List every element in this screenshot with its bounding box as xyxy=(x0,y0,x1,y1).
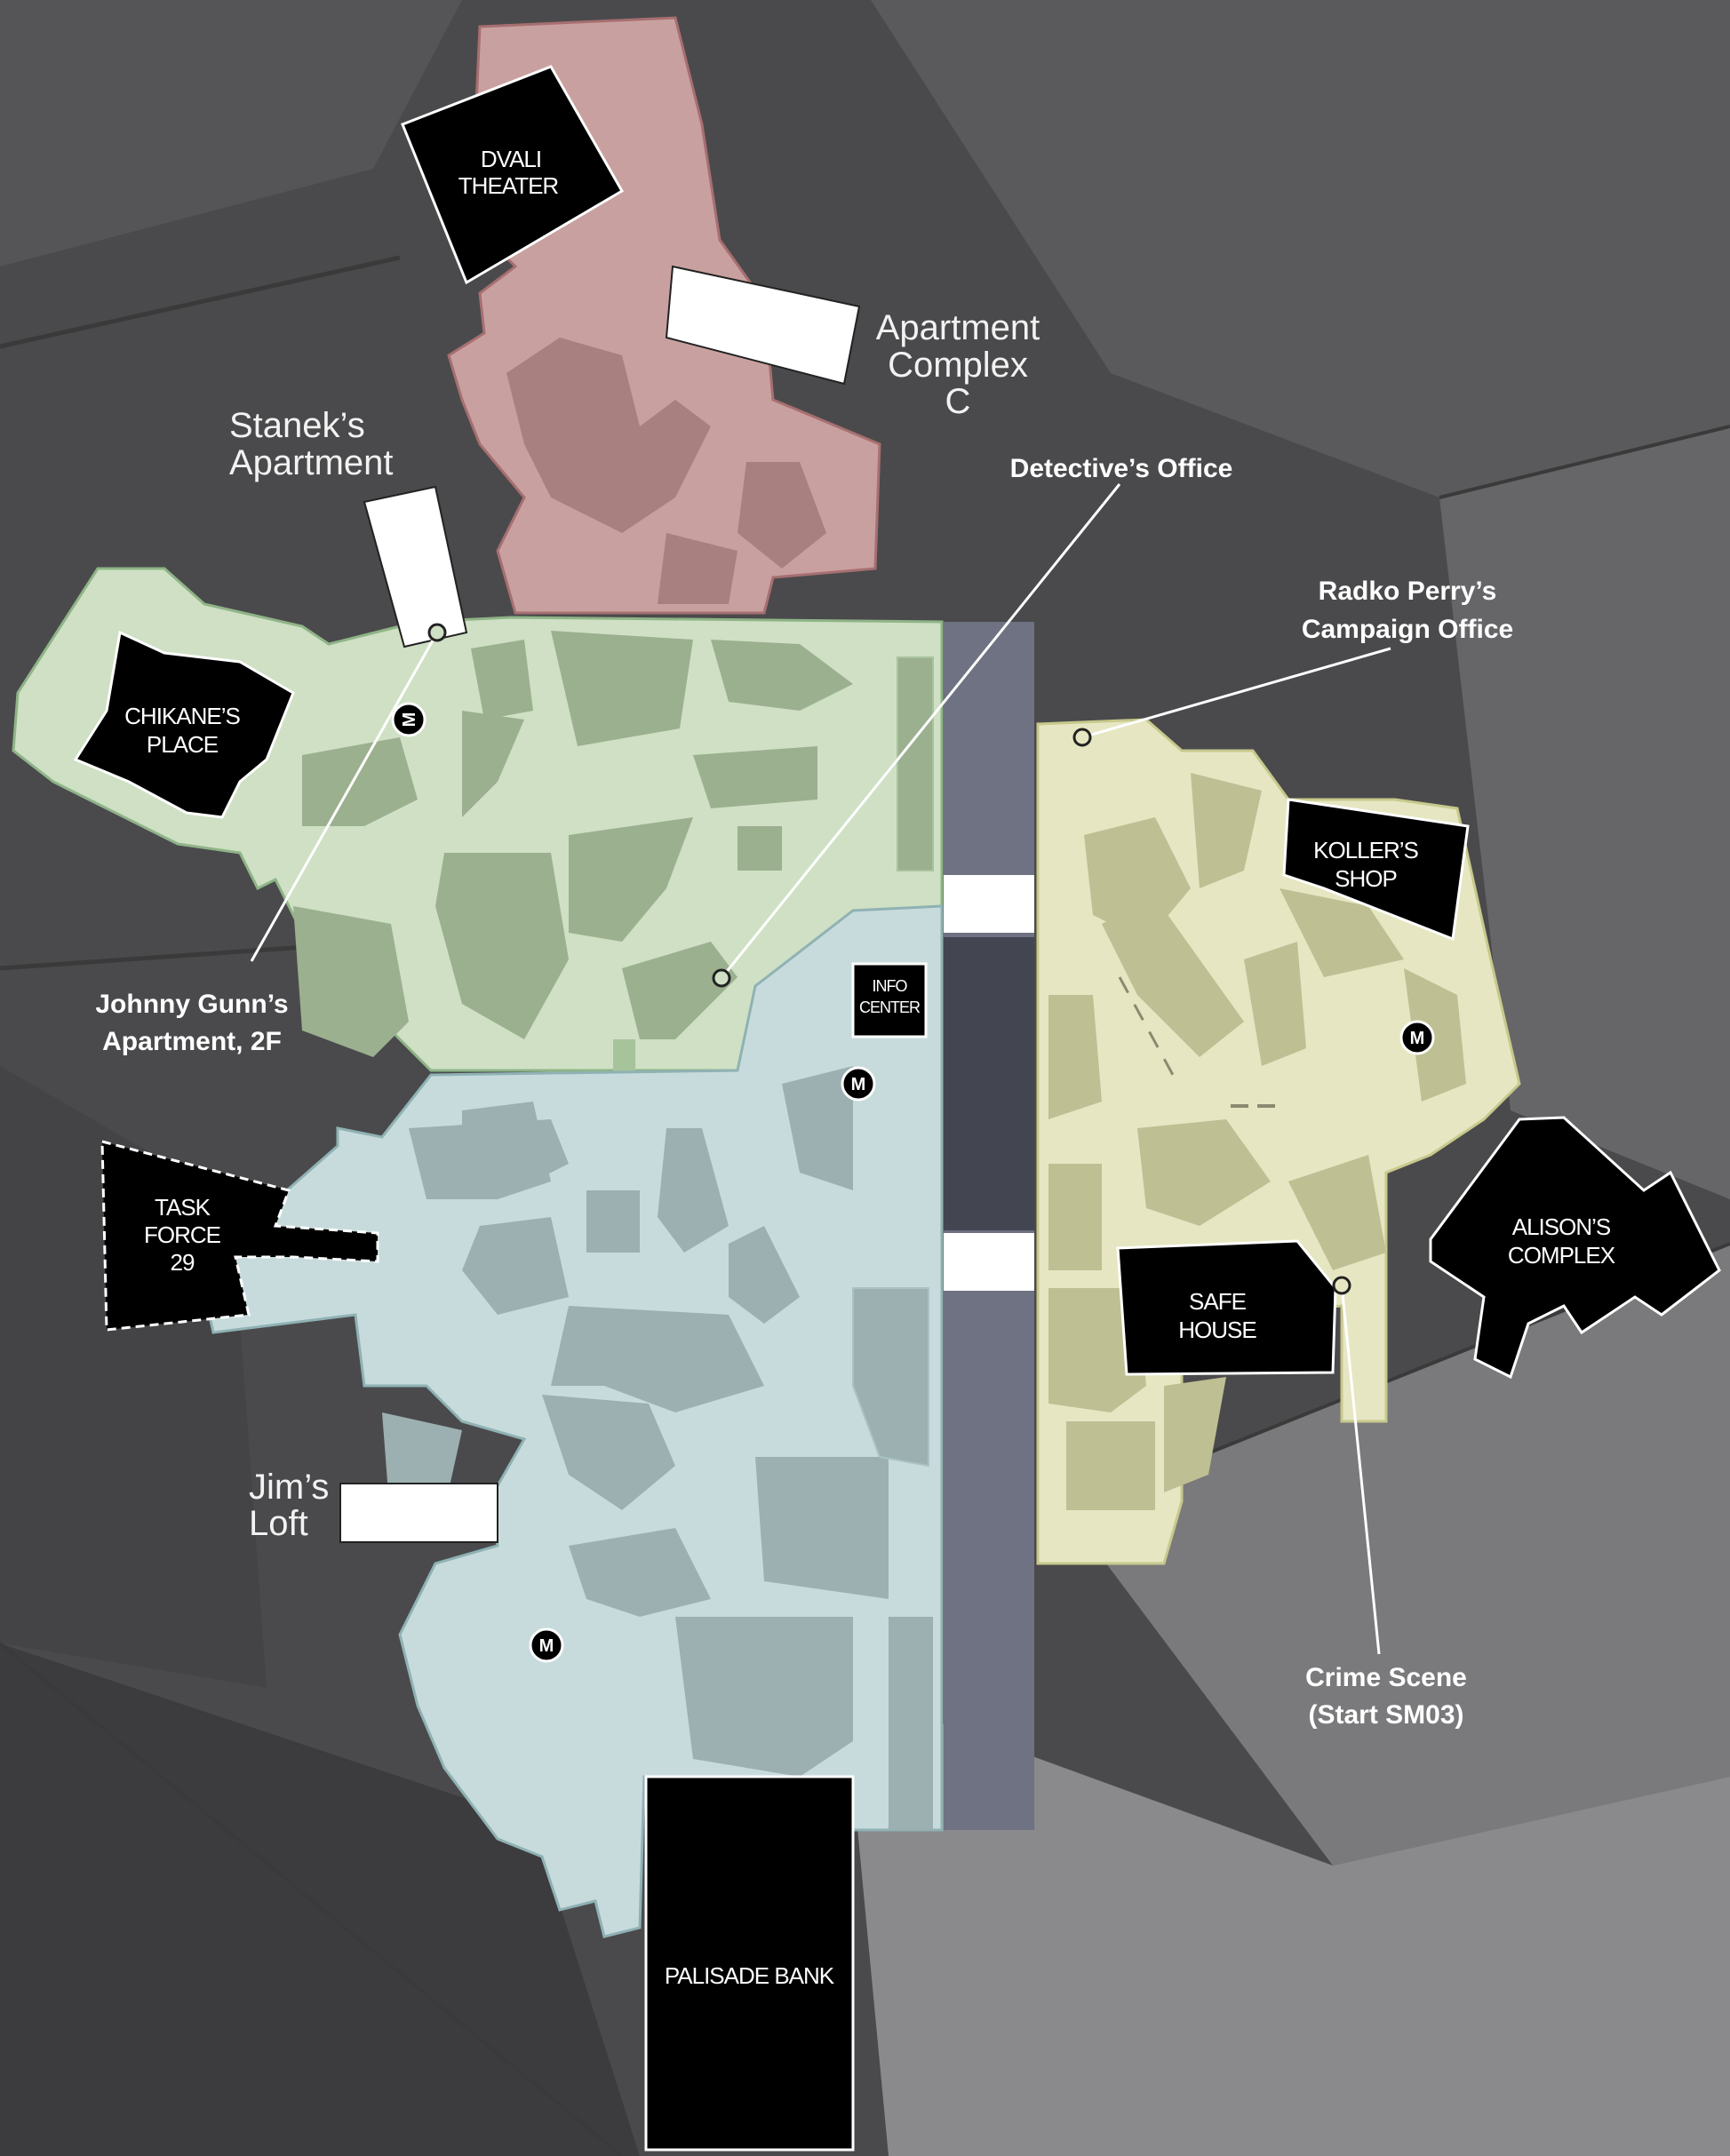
metro-icon[interactable]: M xyxy=(529,1627,564,1663)
metro-icon[interactable]: M xyxy=(841,1066,876,1102)
radko-perry-line-1: Radko Perry’s xyxy=(1319,577,1497,606)
johnny-gunn-line-1: Johnny Gunn’s xyxy=(95,990,288,1019)
metro-symbol: M xyxy=(539,1636,554,1656)
safe-house-label-1: SAFE xyxy=(1189,1288,1247,1315)
staneks-apartment-marker[interactable] xyxy=(363,485,468,648)
radko-perry-line-2: Campaign Office xyxy=(1302,615,1513,644)
dvali-theater-label-1: DVALI xyxy=(481,146,541,172)
apartment-complex-c-marker[interactable] xyxy=(665,265,861,386)
task-force-label-1: TASK xyxy=(155,1194,211,1221)
info-center-label-2: CENTER xyxy=(859,998,921,1016)
staneks-apartment-line-2: Apartment xyxy=(229,443,394,482)
metro-symbol: M xyxy=(851,1075,866,1094)
task-force-label-3: 29 xyxy=(171,1249,195,1276)
building-safe-house[interactable]: SAFE HOUSE xyxy=(1116,1239,1337,1376)
building-alisons-complex[interactable]: ALISON’S COMPLEX xyxy=(1429,1116,1721,1380)
district-south xyxy=(194,904,944,1938)
dvali-theater-label-2: THEATER xyxy=(458,172,559,199)
building-info-center[interactable]: INFO CENTER xyxy=(851,962,928,1038)
staneks-apartment-line-1: Stanek’s xyxy=(229,406,365,445)
jims-loft-line-1: Jim’s xyxy=(249,1468,329,1507)
building-chikanes-place[interactable]: CHIKANE’S PLACE xyxy=(73,630,295,819)
apartment-complex-c-line-2: Complex xyxy=(888,346,1028,385)
callout-crime-scene: Crime Scene (Start SM03) xyxy=(1305,1663,1467,1730)
callout-johnny-gunn: Johnny Gunn’s Apartment, 2F xyxy=(95,990,288,1056)
metro-icon[interactable]: M xyxy=(391,702,427,737)
palisade-bank-label: PALISADE BANK xyxy=(665,1962,835,1989)
central-road xyxy=(944,622,1034,1830)
callout-apartment-complex-c: Apartment Complex C xyxy=(876,308,1040,421)
johnny-gunn-anchor xyxy=(427,623,447,642)
callout-radko-perry: Radko Perry’s Campaign Office xyxy=(1302,577,1513,644)
metro-icon[interactable]: M xyxy=(1399,1020,1435,1055)
building-dvali-theater[interactable]: DVALI THEATER xyxy=(401,65,625,285)
callout-jims-loft: Jim’s Loft xyxy=(249,1468,329,1543)
kollers-shop-label-1: KOLLER’S xyxy=(1313,837,1418,863)
jims-loft-line-2: Loft xyxy=(249,1504,308,1543)
chikanes-place-label-1: CHIKANE’S xyxy=(124,703,240,729)
kollers-shop-label-2: SHOP xyxy=(1335,865,1397,892)
safe-house-label-2: HOUSE xyxy=(1178,1317,1256,1343)
detectives-office-anchor xyxy=(712,968,731,988)
chikanes-place-label-2: PLACE xyxy=(147,731,219,758)
task-force-label-2: FORCE xyxy=(144,1221,221,1248)
jims-loft-marker[interactable] xyxy=(339,1483,498,1543)
johnny-gunn-line-2: Apartment, 2F xyxy=(102,1027,282,1056)
apartment-complex-c-line-3: C xyxy=(945,382,971,421)
callout-detectives-office: Detective’s Office xyxy=(1010,454,1233,483)
building-palisade-bank[interactable]: PALISADE BANK xyxy=(644,1775,855,2152)
building-task-force-29[interactable]: TASK FORCE 29 xyxy=(100,1140,379,1332)
metro-symbol: M xyxy=(400,712,419,728)
callout-leaders xyxy=(250,483,1391,1655)
apartment-complex-c-line-1: Apartment xyxy=(876,308,1040,347)
info-center-label-1: INFO xyxy=(873,977,908,995)
alisons-complex-label-2: COMPLEX xyxy=(1508,1242,1615,1269)
alisons-complex-label-1: ALISON’S xyxy=(1512,1213,1611,1240)
crime-scene-anchor xyxy=(1332,1276,1351,1295)
building-kollers-shop[interactable]: KOLLER’S SHOP xyxy=(1282,798,1470,942)
crime-scene-line-1: Crime Scene xyxy=(1305,1663,1467,1692)
crime-scene-line-2: (Start SM03) xyxy=(1308,1700,1463,1730)
metro-symbol: M xyxy=(1410,1029,1425,1048)
radko-perry-anchor xyxy=(1072,728,1092,747)
callout-anchors xyxy=(427,623,1351,1295)
callout-staneks-apartment: Stanek’s Apartment xyxy=(229,406,394,482)
